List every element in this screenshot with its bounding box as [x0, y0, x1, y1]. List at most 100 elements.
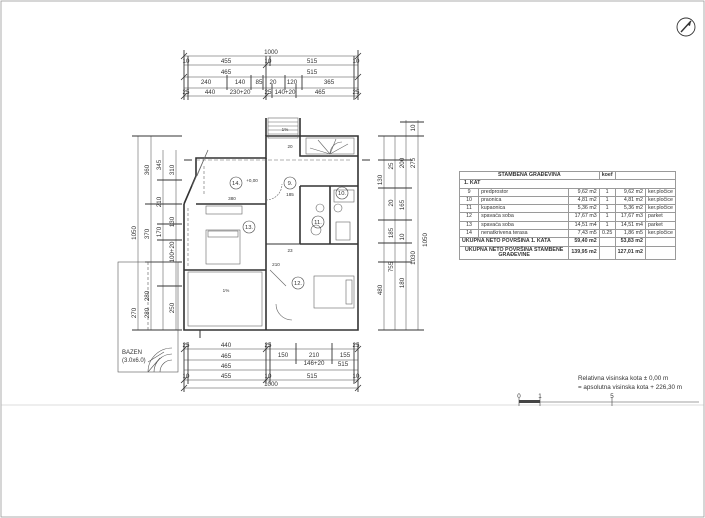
total-2-blank — [598, 245, 616, 261]
row-net: 14,51 m4 — [614, 220, 646, 231]
dim-label: 1030 — [410, 251, 417, 265]
dim-label: 440 — [205, 89, 216, 96]
top-dimensions — [180, 50, 362, 100]
terrace-slope: 1% — [223, 288, 230, 293]
room-labels: 14. +0,00 9. 10. 11. 13. 12. 1% 1% 380 1… — [223, 127, 349, 293]
pool-area — [117, 261, 179, 373]
koef-header: koef — [598, 170, 616, 181]
total-2-blank-2 — [644, 245, 677, 261]
dim-label: 280 — [144, 307, 151, 318]
absolute-level-note: = apsolutna visinska kota + 226,30 m — [578, 384, 682, 391]
dim-label: 10 — [353, 58, 360, 65]
row-name: predprostor — [478, 187, 570, 197]
dim-label: 20 — [270, 79, 277, 86]
row-net: 1,86 m5 — [614, 229, 646, 239]
row-area: 4,81 m2 — [568, 195, 600, 206]
plan-secondary-lines — [184, 117, 370, 338]
relative-level-note: Relativna visinska kota ± 0,00 m — [578, 375, 669, 382]
dim-label: 275 — [410, 157, 417, 168]
wall-dim: 185 — [286, 192, 294, 197]
dim-label: 130 — [169, 216, 176, 227]
wall-dim: 20 — [287, 144, 293, 149]
dim-overall-top: 1000 — [264, 49, 278, 56]
total-1-area: 59,40 m2 — [568, 237, 600, 247]
dim-label: 10 — [353, 373, 360, 380]
room-14-level: +0,00 — [246, 178, 258, 183]
left-dimension-labels: 1050 360 370 280 345 210 170 310 100+20 … — [131, 159, 176, 318]
row-koef: 1 — [598, 220, 616, 231]
total-1-label: UKUPNA NETO POVRŠINA 1. KATA — [458, 237, 570, 247]
dim-label: 280 — [144, 290, 151, 301]
dim-label: 20 — [388, 199, 395, 206]
dim-label: 85 — [256, 79, 263, 86]
row-name: praonica — [478, 195, 570, 206]
dim-label: 130 — [377, 174, 384, 185]
room-13-label: 13. — [245, 225, 253, 231]
dim-label: 25 — [353, 89, 360, 96]
dim-overall-right: 1050 — [422, 233, 429, 247]
dim-label: 515 — [338, 361, 349, 368]
row-no: 10 — [458, 195, 480, 206]
dim-label: 25 — [183, 89, 190, 96]
dim-label: 200 — [399, 157, 406, 168]
top-dimension-labels: 1000 10 455 10 515 10 465 515 240 140 85… — [183, 49, 360, 96]
row-floor: parket — [644, 220, 677, 231]
dim-label: 10 — [265, 373, 272, 380]
dim-label: 370 — [144, 228, 151, 239]
dim-label: 755 — [388, 261, 395, 272]
row-net: 5,36 m2 — [614, 204, 646, 214]
table-row: 14 nenatkrivena terasa 7,43 m5 0.25 1,86… — [458, 229, 677, 239]
dim-label: 360 — [144, 164, 151, 175]
scale-label-0: 0 — [517, 393, 521, 400]
bottom-dimensions — [180, 343, 362, 392]
wall-dim: 23 — [287, 248, 293, 253]
row-name: kupaonica — [478, 204, 570, 214]
row-name: spavaća soba — [478, 220, 570, 231]
pool-label: BAZEN — [122, 350, 142, 356]
row-area: 5,36 m2 — [568, 204, 600, 214]
dim-label: 25 — [265, 89, 272, 96]
dim-label: 515 — [307, 58, 318, 65]
wall-dim: 210 — [272, 262, 280, 267]
row-no: 11 — [458, 204, 480, 214]
dim-label: 515 — [307, 373, 318, 380]
total-1-blank-2 — [644, 237, 677, 247]
row-floor: ker.pločice — [644, 204, 677, 214]
row-area: 9,62 m2 — [568, 187, 600, 197]
pool-size: (3.0x6.0) — [122, 358, 146, 364]
room-11-label: 11. — [314, 220, 322, 226]
dim-label: 146+20 — [304, 360, 325, 367]
dim-label: 210 — [156, 196, 163, 207]
row-no: 14 — [458, 229, 480, 239]
table-row: 10 praonica 4,81 m2 1 4,81 m2 ker.pločic… — [458, 195, 677, 206]
row-floor: parket — [644, 212, 677, 222]
level-notes: Relativna visinska kota ± 0,00 m = apsol… — [578, 374, 682, 392]
dim-overall-bottom: 1000 — [264, 381, 278, 388]
dim-label: 240 — [201, 79, 212, 86]
table-title: STAMBENA GRAĐEVINA — [459, 170, 600, 181]
north-arrow-icon — [676, 17, 696, 37]
dim-label: 25 — [353, 342, 360, 349]
dim-label: 480 — [377, 284, 384, 295]
dim-label: 345 — [156, 159, 163, 170]
dim-label: 10 — [265, 58, 272, 65]
dim-label: 465 — [221, 69, 232, 76]
dim-label: 100+20 — [169, 241, 176, 262]
room-12-label: 12. — [294, 281, 302, 287]
dim-label: 440 — [221, 342, 232, 349]
table-total-row: UKUPNA NETO POVRŠINA 1. KATA 59,40 m2 53… — [458, 237, 677, 247]
dim-label: 140 — [235, 79, 246, 86]
dim-label: 465 — [221, 363, 232, 370]
dim-label: 25 — [388, 162, 395, 169]
total-2-net: 127,01 m2 — [614, 245, 646, 261]
row-net: 17,67 m3 — [614, 212, 646, 222]
scale-bar: 0 1 5 — [517, 393, 699, 406]
dim-label: 210 — [309, 352, 320, 359]
dim-label: 120 — [287, 79, 298, 86]
pool-labels: BAZEN (3.0x6.0) — [122, 350, 146, 364]
dim-overall-left: 1050 — [131, 226, 138, 240]
table-row: 12 spavaća soba 17,67 m3 1 17,67 m3 park… — [458, 212, 677, 222]
total-2-label: UKUPNA NETO POVRŠINA STAMBENE GRAĐEVINE — [458, 245, 570, 261]
dim-label: 165 — [399, 199, 406, 210]
